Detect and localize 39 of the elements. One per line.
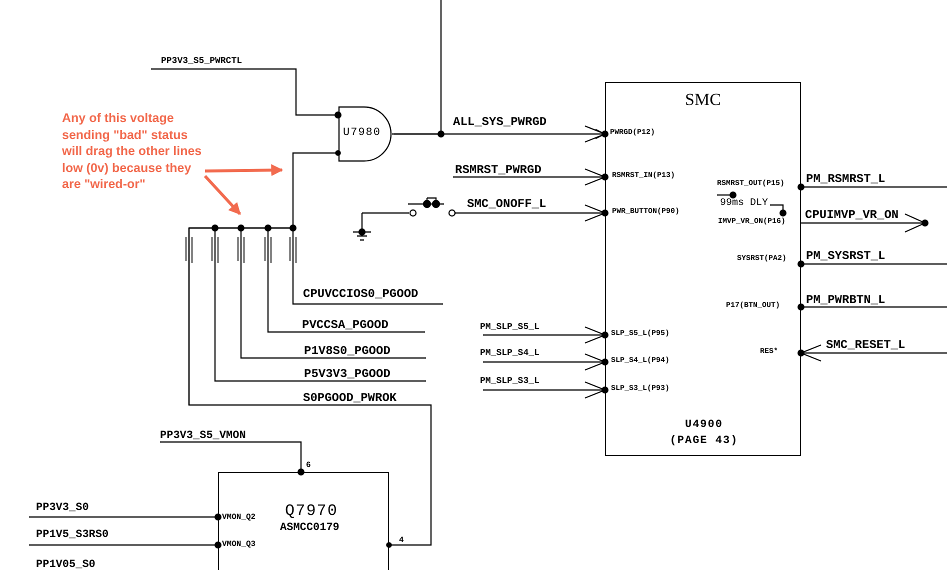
net-label: PM_SLP_S3_L — [480, 377, 540, 386]
pin-label: VMON_Q2 — [222, 514, 256, 522]
pin-label: VMON_Q3 — [222, 541, 256, 549]
net-label: P1V8S0_PGOOD — [304, 345, 390, 357]
chip-title: SMC — [684, 91, 722, 108]
net-label: PM_SYSRST_L — [806, 250, 886, 262]
net-label: S0PGOOD_PWROK — [303, 392, 397, 404]
net-label: PM_PWRBTN_L — [806, 294, 886, 306]
delay-note: 99ms DLY — [720, 199, 768, 209]
net-label: CPUVCCIOS0_PGOOD — [303, 288, 418, 300]
net-label: PVCCSA_PGOOD — [302, 319, 388, 331]
net-label: PM_SLP_S5_L — [480, 323, 540, 332]
net-label: ALL_SYS_PWRGD — [453, 116, 547, 128]
net-label: PP3V3_S0 — [36, 503, 89, 514]
chip-designator: U4900 (PAGE 43) — [668, 418, 740, 449]
chip-designator: U7980 — [343, 128, 382, 139]
part-number: ASMCC0179 — [280, 523, 340, 534]
net-label: RSMRST_PWRGD — [455, 164, 542, 176]
arrow — [204, 164, 284, 176]
net-label: PM_RSMRST_L — [806, 173, 886, 185]
net-label: PP3V3_S5_VMON — [160, 431, 246, 442]
logic-gate-symbol — [338, 106, 394, 162]
net-label: SMC_RESET_L — [826, 339, 906, 351]
wire-connector — [394, 128, 606, 140]
net-label: PP1V05_S0 — [36, 560, 96, 570]
net-label: P5V3V3_PGOOD — [304, 368, 390, 380]
net-label: PM_SLP_S4_L — [480, 349, 540, 358]
net-label: PP1V5_S3RS0 — [36, 530, 109, 541]
pin-number: 6 — [306, 462, 311, 470]
net-label: PP3V3_S5_PWRCTL — [161, 57, 242, 66]
arrow — [204, 174, 242, 216]
net-label: SMC_ONOFF_L — [467, 198, 546, 210]
net-label: CPUIMVP_VR_ON — [805, 209, 899, 221]
ic-chip-box — [605, 82, 801, 456]
chip-designator: Q7970 — [285, 503, 338, 519]
ic-chip-box — [218, 472, 389, 570]
wire-connector — [188, 150, 432, 548]
annotation-note: Any of this voltage sending "bad" status will drag the other lines low (0v) because they are "wired-or" — [62, 110, 205, 220]
pin-number: 4 — [399, 537, 404, 545]
